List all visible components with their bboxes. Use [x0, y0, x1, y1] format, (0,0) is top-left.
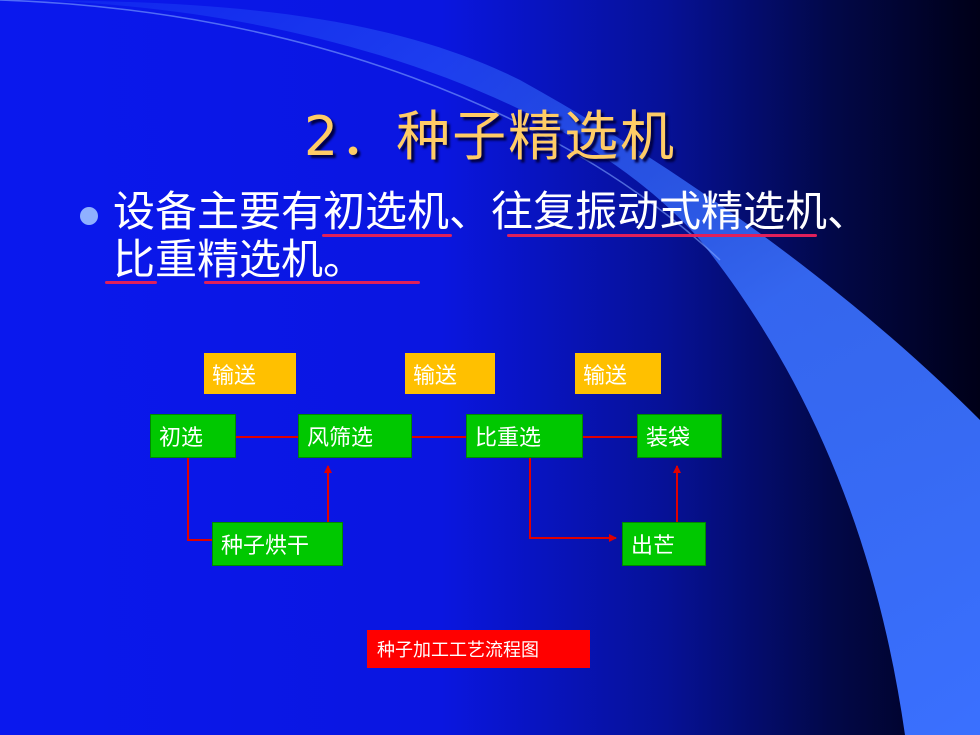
node-chumang: 出芒	[622, 522, 706, 566]
bullet-line-1: 设备主要有初选机、往复振动式精选机、	[113, 187, 870, 236]
bullet-text: 设备主要有初选机、往复振动式精选机、 比重精选机。	[113, 188, 913, 284]
node-bizhongxuan: 比重选	[466, 414, 583, 458]
underline-bi	[105, 281, 157, 284]
slide-title: 2．种子精选机	[303, 105, 677, 168]
bullet-dot-icon	[80, 207, 98, 225]
node-zhuangdai: 装袋	[637, 414, 722, 458]
diagram-caption: 种子加工工艺流程图	[367, 630, 590, 668]
convey-label-2: 输送	[405, 353, 495, 394]
bullet-line-2: 比重精选机。	[113, 235, 366, 284]
node-seed-drying: 种子烘干	[212, 522, 343, 566]
convey-label-1: 输送	[204, 353, 296, 394]
convey-label-3: 输送	[575, 353, 661, 394]
underline-jingxuanji	[204, 281, 420, 284]
underline-wangfu	[507, 234, 817, 237]
node-fengshaixuan: 风筛选	[298, 414, 412, 458]
node-chuxuan: 初选	[150, 414, 236, 458]
underline-chuxuanji	[322, 234, 452, 237]
